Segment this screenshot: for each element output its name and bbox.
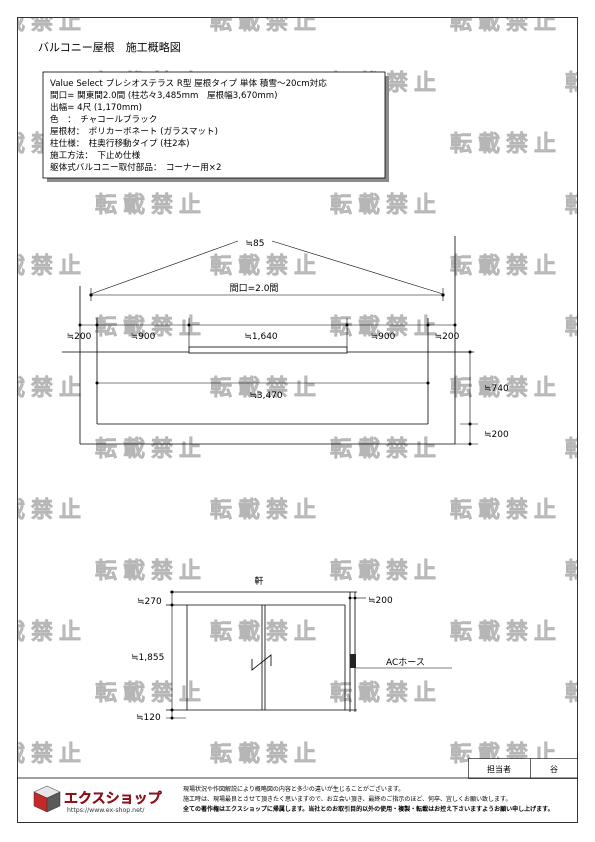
post-offset-label: ≒200 xyxy=(368,596,393,606)
watermark-text: 転載禁止 xyxy=(565,680,595,706)
brand-url[interactable]: https://www.ex-shop.net/ xyxy=(67,807,145,814)
slope-line-right xyxy=(271,240,444,295)
watermark-text: 転載禁止 xyxy=(0,619,87,645)
watermark-text: 転載禁止 xyxy=(210,619,322,645)
depth-dimension-dot xyxy=(468,422,472,426)
inner-width-dimension-dot xyxy=(426,381,430,385)
footer: 担当者 谷 エクスショップ https://www.ex-shop.net/ 現… xyxy=(17,758,578,814)
watermark-text: 転載禁止 xyxy=(0,9,87,35)
watermark-text: 転載禁止 xyxy=(210,253,322,279)
watermark-text: 転載禁止 xyxy=(565,436,595,462)
height-label-bottom: ≒120 xyxy=(136,713,161,723)
post-offset-dot xyxy=(353,596,357,600)
width-label-left-overhang: ≒200 xyxy=(67,332,92,342)
footer-note-on-site: 施工時は、現場最良とさせて頂きたく思いますので、お立会い頂き、最終のご指示のほど… xyxy=(183,795,511,803)
spec-line-product: Value Select プレシオステラス R型 屋根タイプ 単体 積雪～20c… xyxy=(50,77,327,89)
watermark-text: 転載禁止 xyxy=(95,558,207,584)
watermark-text: 転載禁止 xyxy=(210,375,322,401)
width-dimension-dot xyxy=(453,323,457,327)
frontage-dimension-dot xyxy=(441,293,445,297)
watermark-text: 転載禁止 xyxy=(95,192,207,218)
watermark-text: 転載禁止 xyxy=(330,680,442,706)
height-label-main: ≒1,855 xyxy=(131,653,164,663)
width-dimension-dot xyxy=(345,323,349,327)
spec-box: Value Select プレシオステラス R型 屋根タイプ 単体 積雪～20c… xyxy=(42,71,389,182)
watermark-text: 転載禁止 xyxy=(330,436,442,462)
break-mark xyxy=(251,654,272,671)
spec-line-mount-parts: 躯体式バルコニー取付部品： コーナー用×2 xyxy=(50,161,221,173)
watermark-text: 転載禁止 xyxy=(450,375,562,401)
depth-dimension-dot xyxy=(468,442,472,446)
sheet-frame xyxy=(17,17,578,823)
brand-logo: エクスショップ https://www.ex-shop.net/ xyxy=(33,785,163,814)
inner-width-dimension-dot xyxy=(95,381,99,385)
spec-line-projection: 出幅= 4尺 (1,170mm) xyxy=(50,101,142,113)
brand-name: エクスショップ xyxy=(64,791,163,807)
watermark-text: 転載禁止 xyxy=(0,253,87,279)
watermark-text: 転載禁止 xyxy=(95,436,207,462)
slope-line-left xyxy=(90,240,239,295)
watermark-text: 転載禁止 xyxy=(450,131,562,157)
watermark-text: 転載禁止 xyxy=(450,253,562,279)
watermark-text: 転載禁止 xyxy=(565,192,595,218)
width-label-left-span: ≒900 xyxy=(131,332,156,342)
spec-line-install-method: 施工方法： 下止め仕様 xyxy=(50,149,141,161)
depth-label-front: ≒200 xyxy=(484,430,509,440)
person-in-charge-name: 谷 xyxy=(550,765,558,774)
plan-view: ≒85 間口=2.0間 ≒200 ≒900 ≒1,640 ≒900 ≒200 ≒… xyxy=(62,236,509,446)
eaves-label: 軒 xyxy=(254,576,263,587)
hose-label: ACホース xyxy=(386,657,425,668)
watermark-text: 転載禁止 xyxy=(565,314,595,340)
watermark-text: 転載禁止 xyxy=(450,9,562,35)
spec-box-frame xyxy=(42,71,386,179)
spec-line-color: 色 ： チャコールブラック xyxy=(50,113,157,125)
watermark-text: 転載禁止 xyxy=(210,9,322,35)
watermark-text: 転載禁止 xyxy=(95,680,207,706)
footer-note-variance: 現場状況や作図解説により概略図の内容と多少の違いが生じることがございます。 xyxy=(183,785,404,793)
watermark-text: 転載禁止 xyxy=(330,314,442,340)
watermark-text: 転載禁止 xyxy=(210,741,322,767)
watermark-text: 転載禁止 xyxy=(0,741,87,767)
width-label-right-overhang: ≒200 xyxy=(435,332,460,342)
spec-line-post-type: 柱仕様： 柱奥行移動タイプ (柱2本) xyxy=(50,137,190,149)
watermark-text: 転載禁止 xyxy=(565,558,595,584)
depth-label-main: ≒740 xyxy=(484,384,509,394)
height-dimension-dot xyxy=(170,590,174,594)
watermark-text: 転載禁止 xyxy=(330,558,442,584)
width-label-right-span: ≒900 xyxy=(371,332,396,342)
slope-label: ≒85 xyxy=(245,239,264,249)
elevation-view: 軒 ≒270 ≒1,855 ≒120 ≒200 ACホース xyxy=(131,576,452,723)
inner-width-label: ≒3,470 xyxy=(249,391,283,401)
gutter-bar xyxy=(188,346,348,354)
watermark-text: 転載禁止 xyxy=(0,497,87,523)
spec-line-roof-material: 屋根材： ポリカーボネート (ガラスマット) xyxy=(50,125,218,137)
watermark-text: 転載禁止 xyxy=(210,497,322,523)
width-label-gutter: ≒1,640 xyxy=(244,332,278,342)
width-dimension-dot xyxy=(426,323,430,327)
box-icon-right xyxy=(46,791,61,813)
frontage-label: 間口=2.0間 xyxy=(230,283,279,294)
watermark-text: 転載禁止 xyxy=(565,70,595,96)
page-title: バルコニー屋根 施工概略図 xyxy=(38,40,181,54)
footer-note-copyright: 全ての著作権はエクスショップに帰属します。当社とのお取引目的以外の使用・複製・転… xyxy=(182,805,554,813)
post-offset-dot xyxy=(348,596,352,600)
width-dimension-dot xyxy=(187,323,191,327)
watermark-text: 転載禁止 xyxy=(450,497,562,523)
frontage-dimension-dot xyxy=(89,293,93,297)
spec-line-frontage: 間口= 関東間2.0間 (柱芯々3,485mm 屋根幅3,670mm) xyxy=(50,89,277,101)
width-dimension-dot xyxy=(78,323,82,327)
depth-dimension-dot xyxy=(468,350,472,354)
watermark-text: 転載禁止 xyxy=(95,314,207,340)
hose-fitting xyxy=(350,654,356,668)
watermark-text: 転載禁止 xyxy=(0,375,87,401)
height-label-top: ≒270 xyxy=(137,597,162,607)
watermark-text: 転載禁止 xyxy=(450,619,562,645)
watermark-text: 転載禁止 xyxy=(330,192,442,218)
approval-table xyxy=(468,758,578,779)
box-icon xyxy=(33,785,61,813)
width-dimension-dot xyxy=(95,323,99,327)
person-in-charge-label: 担当者 xyxy=(487,764,511,774)
